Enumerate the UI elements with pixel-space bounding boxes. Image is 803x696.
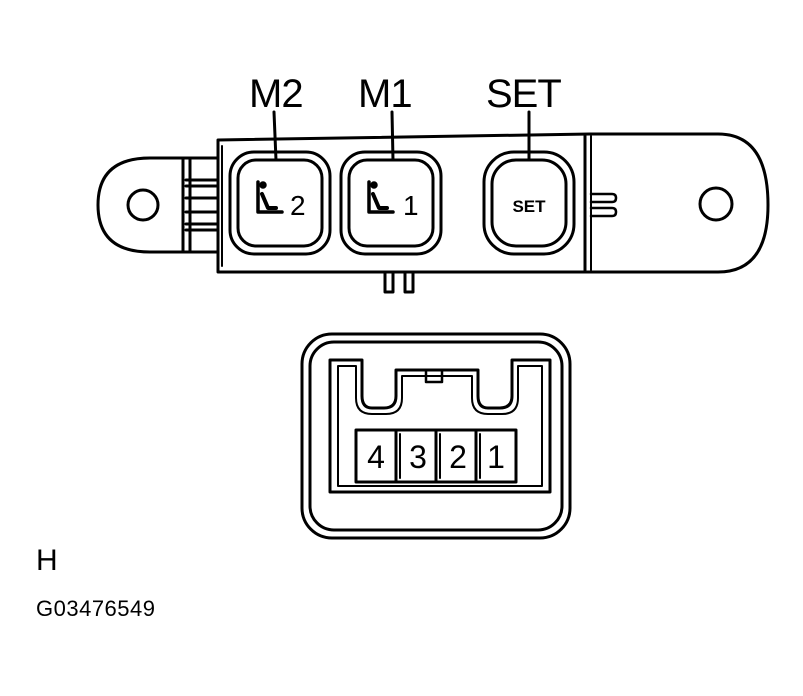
m2-callout-label: M2 — [249, 72, 304, 116]
pin-label: 3 — [409, 439, 427, 475]
seat-icon — [256, 180, 284, 214]
pin-label: 4 — [367, 439, 385, 475]
switch-body — [216, 132, 770, 294]
set-button[interactable]: SET — [482, 150, 576, 256]
set-callout-label: SET — [486, 72, 562, 116]
figure-id: G03476549 — [36, 596, 156, 621]
left-mounting-tab — [96, 156, 220, 254]
pin-cell — [474, 428, 518, 484]
connector-face: 4 3 2 1 — [300, 332, 572, 540]
left-mounting-hole — [126, 188, 160, 222]
m1-callout-label: M1 — [358, 72, 413, 116]
set-button-label: SET — [512, 197, 546, 216]
m1-button-number: 1 — [403, 190, 419, 221]
m2-button-number: 2 — [290, 190, 306, 221]
connector-key — [424, 368, 444, 384]
view-label: H — [36, 544, 58, 577]
right-mounting-hole — [698, 186, 734, 222]
m2-button[interactable]: 2 — [228, 150, 332, 256]
seat-icon — [367, 180, 395, 214]
m1-button[interactable]: 1 — [339, 150, 443, 256]
pin-label: 1 — [487, 439, 505, 475]
callout-leaders — [272, 110, 531, 162]
pin-label: 2 — [449, 439, 467, 475]
